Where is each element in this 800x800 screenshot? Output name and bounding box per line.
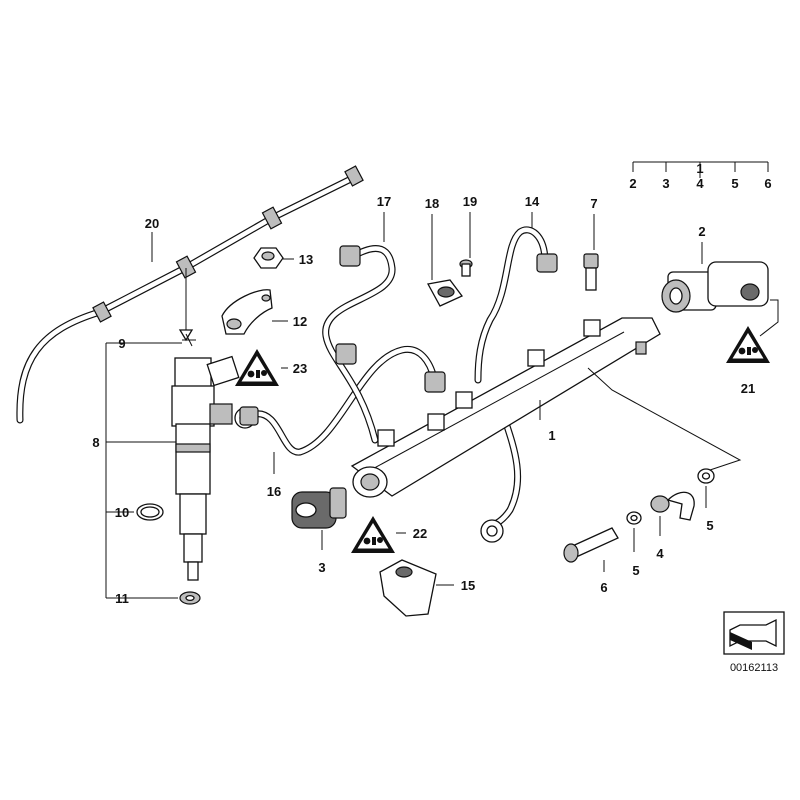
- part-label-3: 3: [318, 560, 325, 575]
- leak-off-hose: [16, 165, 364, 424]
- injector-callouts: [105, 342, 182, 599]
- fuel-injector: [171, 333, 256, 581]
- part-label-23: 23: [293, 361, 307, 376]
- set-item-label: 4: [696, 176, 704, 191]
- set-item-label: 2: [629, 176, 636, 191]
- set-item-label: 6: [764, 176, 771, 191]
- part-label-7: 7: [590, 196, 597, 211]
- pressure-regulator: [661, 261, 769, 313]
- part-label-20: 20: [145, 216, 159, 231]
- part-label-6: 6: [600, 580, 607, 595]
- rail-pressure-sensor: [291, 487, 347, 529]
- set-item-label: 3: [662, 176, 669, 191]
- part-label-10: 10: [115, 505, 129, 520]
- part-label-2: 2: [698, 224, 705, 239]
- part-label-18: 18: [425, 196, 439, 211]
- banjo-fitting: [650, 491, 695, 521]
- bracket-screw: [459, 259, 473, 277]
- banjo-bolt: [563, 527, 619, 563]
- part-label-16: 16: [267, 484, 281, 499]
- part-label-15: 15: [461, 578, 475, 593]
- hex-nut: [253, 247, 284, 269]
- warning-triangle-icon: [726, 326, 770, 363]
- part-label-14: 14: [525, 194, 540, 209]
- set-breakdown-tree: 1 2 3 4 5 6: [629, 161, 771, 191]
- part-label-21: 21: [741, 381, 755, 396]
- injection-pipe: [474, 226, 558, 543]
- part-label-5b: 5: [632, 563, 639, 578]
- injection-pipe: [239, 345, 446, 456]
- pipe-bracket: [426, 279, 464, 307]
- injector-clamp: [221, 289, 273, 335]
- set-item-label: 5: [731, 176, 738, 191]
- part-label-19: 19: [463, 194, 477, 209]
- spacer-block: [379, 559, 437, 617]
- part-label-11: 11: [115, 591, 129, 606]
- part-label-17: 17: [377, 194, 391, 209]
- warning-triangle-icon: [235, 349, 279, 386]
- part-label-22: 22: [413, 526, 427, 541]
- fuel-rail: [350, 317, 661, 498]
- warning-triangle-icon: [351, 516, 395, 553]
- drawing-number: 00162113: [730, 662, 778, 674]
- part-label-8: 8: [92, 435, 99, 450]
- part-label-4: 4: [656, 546, 664, 561]
- part-label-12: 12: [293, 314, 307, 329]
- part-label-1-rail: 1: [548, 428, 555, 443]
- part-label-5a: 5: [706, 518, 713, 533]
- part-label-9: 9: [118, 336, 125, 351]
- injection-pipe: [322, 245, 396, 444]
- drawing-id-box: [723, 611, 785, 655]
- part-label-13: 13: [299, 252, 313, 267]
- cap-screw: [583, 253, 599, 291]
